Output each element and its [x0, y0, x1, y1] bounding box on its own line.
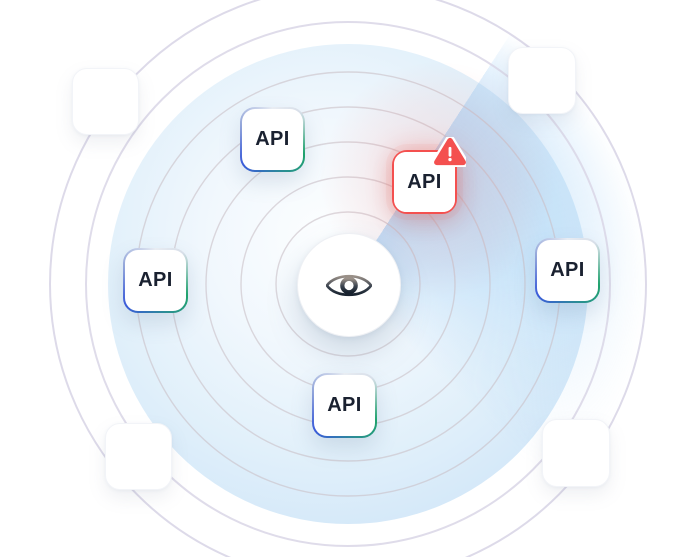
background-tile-bottom-right	[542, 419, 610, 487]
api-node-label: API	[537, 240, 598, 301]
api-node-label: API	[242, 109, 303, 170]
api-node-alert: API	[392, 137, 466, 214]
api-node-label: API	[314, 375, 375, 436]
api-node-bottom: API	[312, 373, 377, 438]
warning-triangle-icon	[434, 137, 466, 167]
eye-icon	[326, 274, 372, 296]
background-tile-top-right	[508, 47, 576, 114]
radar-center	[297, 233, 401, 337]
api-node-label: API	[125, 250, 186, 311]
api-node-label: API	[394, 152, 455, 212]
api-node-top-left: API	[240, 107, 305, 172]
background-tile-top-left	[72, 68, 139, 135]
api-node-right: API	[535, 238, 600, 303]
api-node-left: API	[123, 248, 188, 313]
background-tile-bottom-left	[105, 423, 172, 490]
